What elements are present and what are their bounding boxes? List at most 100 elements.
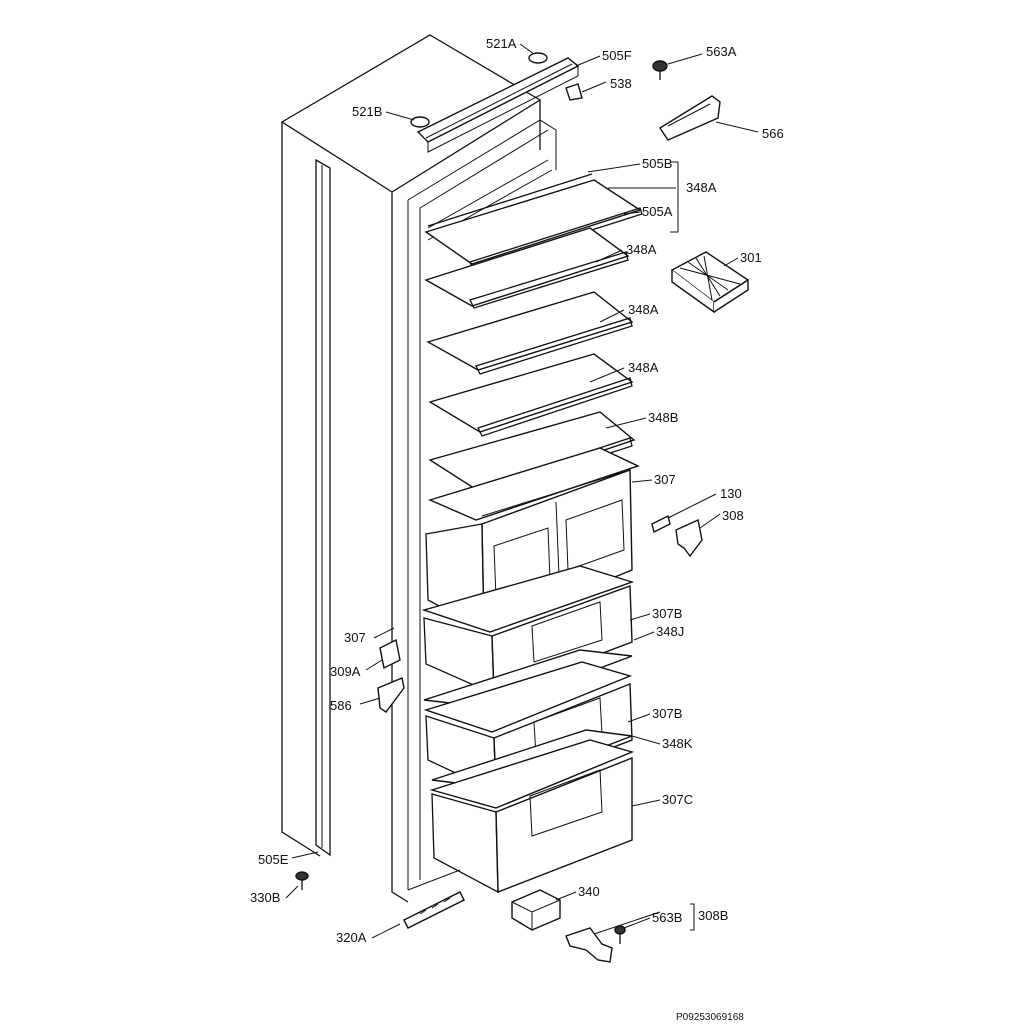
- leader-566: [715, 121, 759, 133]
- label-330b: 330B: [250, 890, 280, 905]
- drawer-307-handle-right: [565, 499, 625, 571]
- screw-head: [652, 60, 668, 72]
- leader-307-right: [631, 479, 653, 483]
- label-521a: 521A: [486, 36, 517, 51]
- shelf-1-rear-trim: [427, 173, 593, 227]
- label-348a-2: 348A: [628, 302, 659, 317]
- leader-lines: [285, 43, 759, 939]
- leader-348a-3: [589, 367, 625, 383]
- drawer-307-lid: [427, 447, 640, 521]
- leader-563a: [667, 53, 703, 65]
- leader-563b: [623, 917, 651, 929]
- cabinet-top: [280, 34, 542, 193]
- drawer-307b1-handle: [531, 601, 603, 663]
- label-301: 301: [740, 250, 762, 265]
- shelf-3-trim: [475, 317, 633, 375]
- brace-308b: [690, 903, 695, 931]
- label-348b: 348B: [648, 410, 678, 425]
- label-505a: 505A: [642, 204, 673, 219]
- screw-563a: [652, 60, 668, 80]
- leader-308: [699, 513, 721, 529]
- hinge-bar-edge: [427, 66, 579, 153]
- part-308: [675, 518, 703, 558]
- shelves: [424, 173, 643, 495]
- leader-301: [723, 257, 739, 267]
- top-hinge-bar: [410, 52, 583, 153]
- label-505f: 505F: [602, 48, 632, 63]
- label-348a-top: 348A: [686, 180, 717, 195]
- left-small-parts: [377, 638, 405, 713]
- tray-cells: [679, 255, 741, 301]
- drawer-307b2-top: [423, 661, 633, 733]
- ice-scraper-566: [659, 95, 721, 141]
- block-340-edges: [511, 899, 561, 930]
- leader-320a: [371, 923, 401, 939]
- hinge-bar-slot: [425, 63, 573, 139]
- leader-505a: [623, 211, 641, 215]
- label-563b: 563B: [652, 910, 682, 925]
- label-130: 130: [720, 486, 742, 501]
- label-308b: 308B: [698, 908, 728, 923]
- drawer-307c-handle: [529, 769, 603, 837]
- leader-505f: [575, 55, 601, 67]
- leader-309a: [365, 659, 383, 671]
- drawer-307c: [429, 739, 635, 894]
- label-566: 566: [762, 126, 784, 141]
- leader-330b: [285, 885, 299, 899]
- label-505b: 505B: [642, 156, 672, 171]
- scraper-detail: [667, 103, 711, 127]
- shelf-4: [428, 353, 634, 433]
- label-309a: 309A: [330, 664, 361, 679]
- leader-521b: [385, 111, 415, 121]
- label-307b-1: 307B: [652, 606, 682, 621]
- ice-tray-301: [670, 251, 750, 314]
- diagram-code: P09253069168: [676, 1012, 744, 1023]
- leader-340: [555, 891, 577, 901]
- cabinet-front-edge: [391, 192, 409, 903]
- part-586: [377, 677, 405, 713]
- leader-348k: [631, 735, 661, 745]
- seal-outline: [315, 158, 331, 857]
- drawer-307c-side: [431, 793, 499, 894]
- cabinet-bottom: [407, 869, 461, 891]
- shelf-2: [424, 227, 630, 307]
- scraper-body: [659, 95, 721, 141]
- leader-307c: [631, 799, 661, 807]
- label-307-left: 307: [344, 630, 366, 645]
- leader-348j: [633, 631, 655, 641]
- hinge-bracket-308b: [565, 927, 613, 963]
- label-348a-1: 348A: [626, 242, 657, 257]
- inner-liner-top: [407, 119, 557, 201]
- door-seal-strip: [315, 158, 331, 857]
- leader-586: [359, 697, 381, 705]
- label-307c: 307C: [662, 792, 693, 807]
- leader-348b: [605, 417, 647, 429]
- leader-307b-2: [627, 713, 651, 723]
- shelf-2-trim: [469, 251, 629, 309]
- leader-505e: [291, 851, 319, 859]
- drawer-307-lid-vent: [481, 469, 631, 517]
- label-505e: 505E: [258, 852, 289, 867]
- leader-308b-bracket: [593, 911, 661, 935]
- screw-563b-head: [614, 925, 626, 935]
- inner-liner-top-2: [419, 129, 549, 209]
- label-538: 538: [610, 76, 632, 91]
- label-348a-3: 348A: [628, 360, 659, 375]
- brace-348a: [670, 161, 679, 233]
- label-586: 586: [330, 698, 352, 713]
- inner-back-top: [427, 159, 549, 229]
- leader-521a: [519, 43, 535, 55]
- label-348j: 348J: [656, 624, 684, 639]
- bracket-538: [565, 83, 583, 101]
- hinge-308: [651, 514, 703, 558]
- label-563a: 563A: [706, 44, 737, 59]
- leader-505b: [587, 163, 641, 173]
- rail-320a: [403, 891, 465, 929]
- label-307-right: 307: [654, 472, 676, 487]
- leader-348a-1: [595, 249, 623, 263]
- labels: 521A 505F 563A 538 521B 566 505B 348A 50…: [250, 36, 784, 1023]
- label-307b-2: 307B: [652, 706, 682, 721]
- label-521b: 521B: [352, 104, 382, 119]
